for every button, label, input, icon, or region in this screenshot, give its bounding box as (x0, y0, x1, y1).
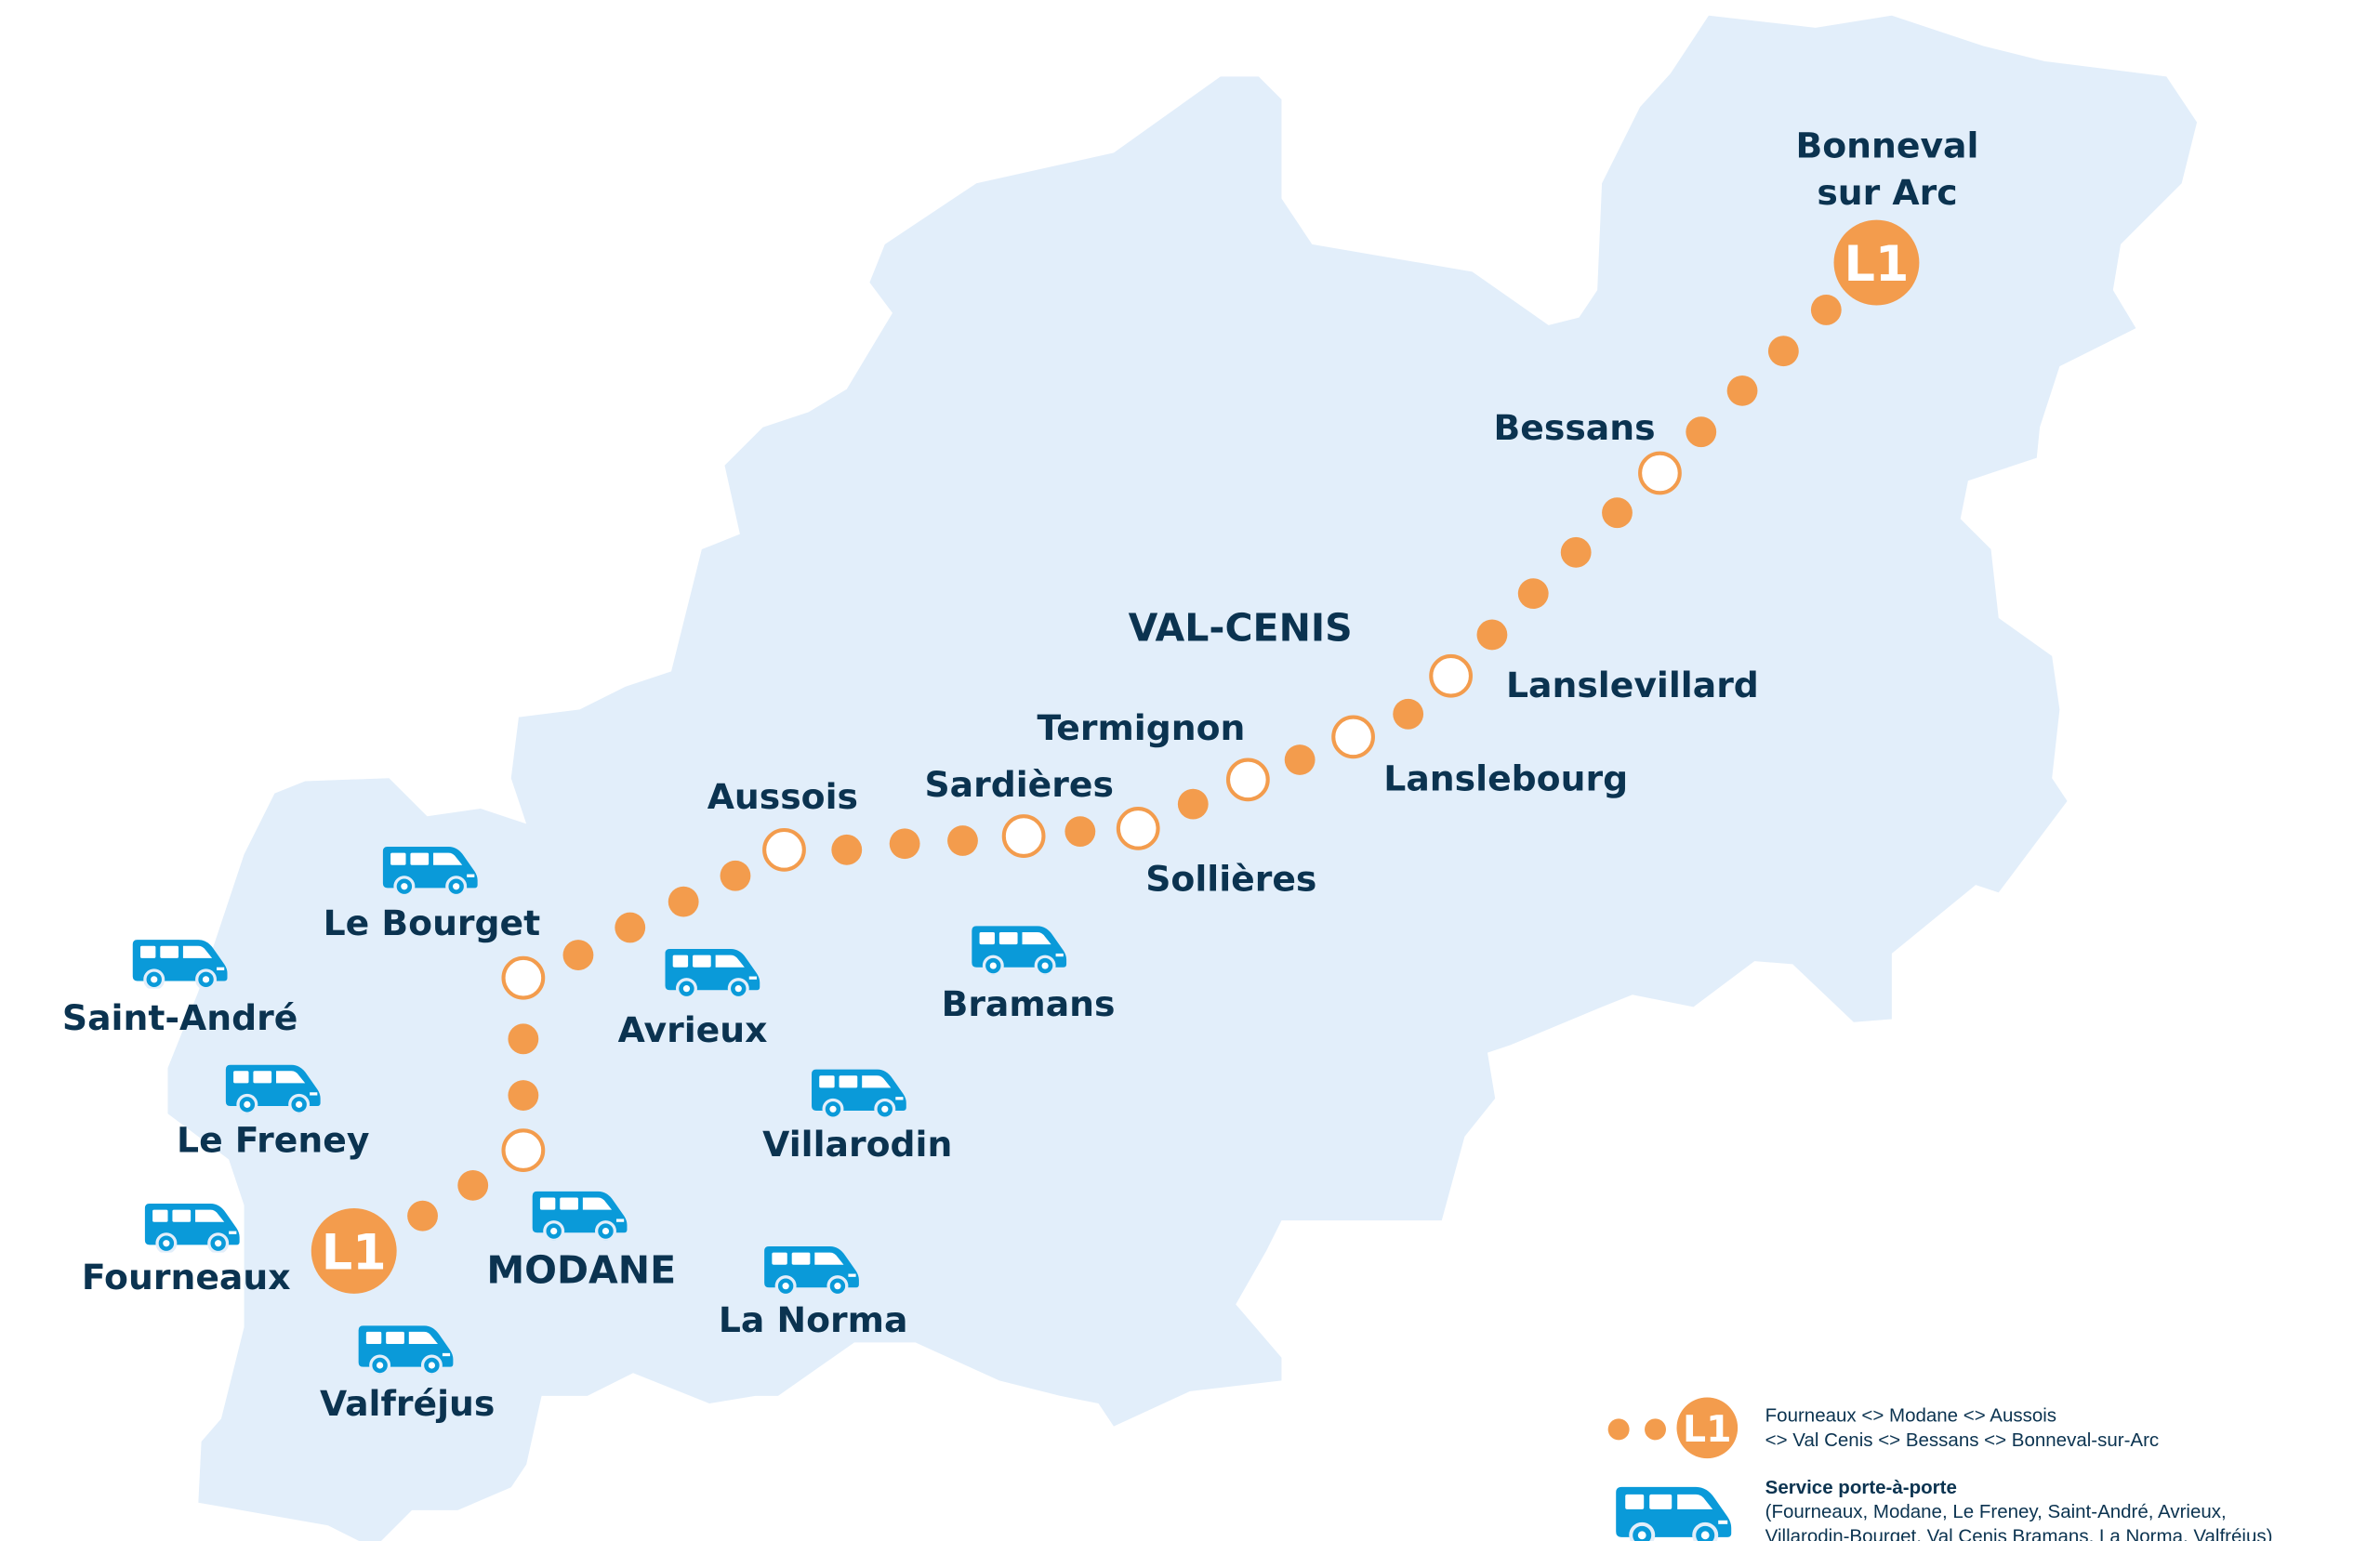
route-dot (1517, 578, 1549, 610)
route-dot (1602, 497, 1633, 529)
route-dot (1726, 375, 1758, 406)
line-l1-route (407, 295, 1842, 1231)
legend-service-title: Service porte-à-porte (1765, 1477, 1957, 1498)
route-dot (1177, 788, 1209, 820)
place-label-le-bourget: Le Bourget (324, 902, 541, 943)
route-dot (947, 825, 978, 856)
route-dot (668, 886, 699, 917)
legend-dot (1607, 1418, 1630, 1441)
l1-badge-bonneval[interactable]: L1 (1833, 219, 1920, 306)
route-dot (615, 912, 646, 943)
place-label-sardieres: Sardières (924, 764, 1113, 805)
place-label-bonneval: Bonneval (1795, 125, 1978, 165)
route-dot (1284, 744, 1316, 775)
place-label-villarodin: Villarodin (762, 1124, 952, 1165)
route-dot (1767, 336, 1799, 367)
place-label-aussois: Aussois (707, 776, 858, 817)
route-dot (1393, 698, 1424, 730)
stop-lanslebourg[interactable] (1331, 715, 1375, 759)
legend-line-text-2: <> Val Cenis <> Bessans <> Bonneval-sur-… (1765, 1429, 2160, 1451)
place-label-la-norma: La Norma (719, 1299, 908, 1340)
legend-van-icon (1616, 1487, 1731, 1541)
l1-badge-label: L1 (1844, 236, 1909, 293)
route-dot (407, 1200, 438, 1231)
route-dot (831, 834, 863, 865)
place-label-le-freney: Le Freney (177, 1119, 369, 1160)
place-label-valfrejus: Valfréjus (320, 1383, 495, 1424)
place-label-bonneval-2: sur Arc (1817, 172, 1957, 213)
route-dot (1810, 295, 1842, 325)
place-label-lanslebourg: Lanslebourg (1383, 757, 1628, 798)
route-dot (457, 1169, 489, 1201)
route-dot (1476, 619, 1508, 651)
l1-badge-fourneaux[interactable]: L1 (311, 1207, 397, 1294)
route-dot (1560, 536, 1592, 568)
route-dot (720, 860, 751, 891)
route-dot (889, 828, 920, 860)
l1-badge-label: L1 (322, 1225, 387, 1282)
place-label-lanslevillard: Lanslevillard (1506, 665, 1759, 705)
stop-aussois[interactable] (762, 827, 806, 872)
stop-sollieres[interactable] (1116, 806, 1160, 850)
place-label-saint-andre: Saint-André (62, 997, 298, 1038)
place-label-modane: MODANE (486, 1247, 676, 1292)
stop-lanslevillard[interactable] (1429, 653, 1473, 698)
legend-l1-badge (1676, 1397, 1739, 1459)
legend-service-text-1: (Fourneaux, Modane, Le Freney, Saint-And… (1765, 1501, 2227, 1522)
legend-service-text-2: Villarodin-Bourget, Val Cenis Bramans, L… (1765, 1525, 2273, 1541)
legend-line-text-1: Fourneaux <> Modane <> Aussois (1765, 1405, 2056, 1427)
route-dot (1064, 816, 1096, 848)
place-label-sollieres: Sollières (1145, 859, 1316, 900)
van-icon-fourneaux[interactable] (143, 1202, 242, 1253)
legend-l1-label: L1 (1683, 1408, 1732, 1451)
stop-modane[interactable] (501, 1128, 546, 1172)
legend: L1 Fourneaux <> Modane <> Aussois <> Val… (1607, 1397, 2273, 1541)
stop-sardieres[interactable] (1001, 814, 1046, 858)
route-dot (562, 940, 594, 970)
route-dot (508, 1080, 539, 1111)
place-label-termignon: Termignon (1038, 707, 1246, 748)
place-label-avrieux: Avrieux (618, 1009, 768, 1050)
stop-bessans[interactable] (1638, 451, 1682, 495)
territory-area (167, 15, 2198, 1541)
stop-le-bourget[interactable] (501, 955, 546, 1000)
place-label-bramans: Bramans (942, 983, 1116, 1024)
van-icon-saint-andre[interactable] (131, 938, 230, 989)
stop-termignon[interactable] (1225, 757, 1270, 802)
route-dot (1686, 416, 1717, 448)
place-label-fourneaux: Fourneaux (82, 1257, 291, 1297)
route-dot (508, 1023, 539, 1055)
legend-dot (1645, 1418, 1666, 1441)
place-label-val-cenis: VAL-CENIS (1129, 606, 1353, 651)
place-label-bessans: Bessans (1494, 407, 1656, 448)
